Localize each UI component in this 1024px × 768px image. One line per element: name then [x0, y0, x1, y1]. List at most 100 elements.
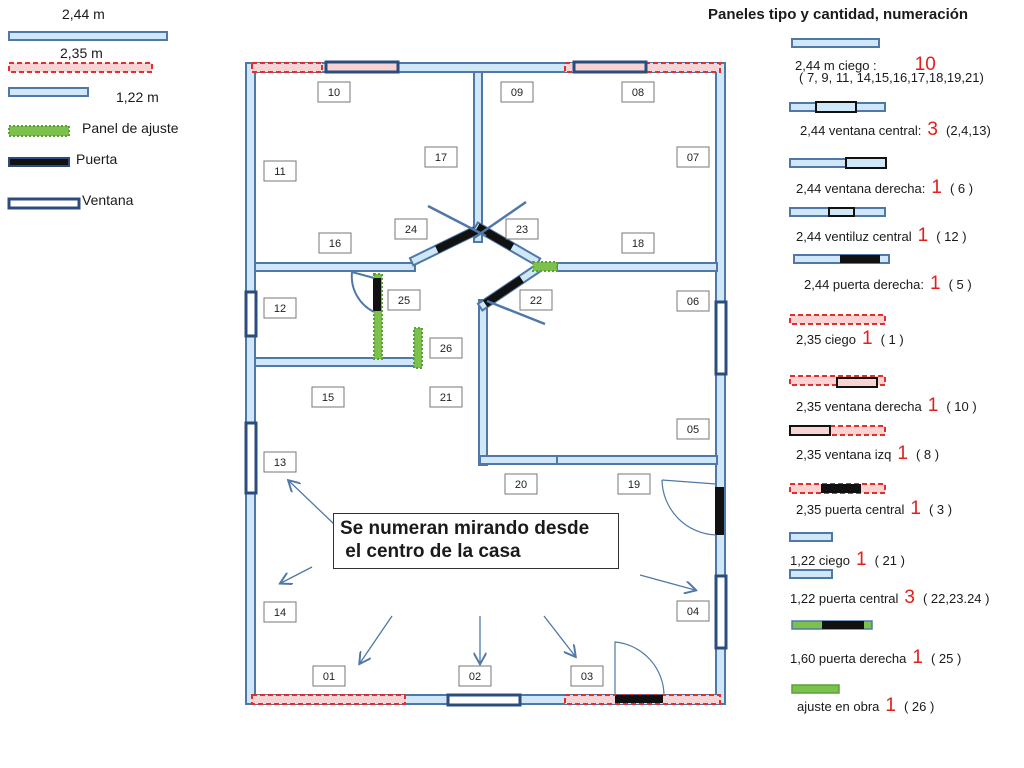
wall-int-right-vertical — [478, 299, 488, 466]
legend-row-count: 1 — [910, 498, 921, 519]
panel-number-label: 21 — [440, 392, 452, 404]
panel-number-label: 23 — [516, 224, 528, 236]
window-right-04 — [714, 574, 728, 650]
interior-walls — [254, 71, 718, 466]
wall-int-h-18 — [556, 262, 718, 272]
door-swing-25 — [350, 270, 375, 313]
wall-int-h-15 — [254, 357, 416, 367]
legend-row-ids: ( 21 ) — [874, 553, 905, 568]
legend-row: 2,44 m ciego : 10( 7, 9, 11, 14,15,16,17,… — [795, 54, 984, 85]
adjust-panel-25 — [373, 273, 383, 360]
legend-row-ids: (2,4,13) — [946, 123, 991, 138]
rswatch-ventana-central-win — [815, 101, 857, 113]
legend-row-label: 2,44 puerta derecha: — [804, 277, 924, 292]
legend-row-count: 3 — [904, 587, 915, 608]
panel-number-label: 25 — [398, 295, 410, 307]
panel-number-box — [458, 665, 492, 687]
panel-number-14: 14 — [263, 601, 297, 623]
door-swing-24 — [427, 204, 487, 238]
numbering-callout: Se numeran mirando desde el centro de la… — [333, 513, 619, 569]
panel-number-label: 09 — [511, 87, 523, 99]
swatch-adjust — [8, 125, 70, 137]
panel-number-label: 24 — [405, 224, 417, 236]
panel-number-20: 20 — [504, 473, 538, 495]
rswatch-235-ventana-izq-win — [789, 425, 831, 436]
panel-number-box — [676, 290, 710, 312]
panel-number-box — [318, 232, 352, 254]
panel-number-label: 01 — [323, 671, 335, 683]
view-direction-arrows — [281, 481, 695, 663]
legend-row-ids: ( 1 ) — [880, 332, 904, 347]
panel-number-09: 09 — [500, 81, 534, 103]
window-right-06 — [714, 300, 728, 376]
panel-number-box — [394, 218, 428, 240]
panel-number-box — [429, 337, 463, 359]
panel-number-box — [617, 473, 651, 495]
legend-row-count: 1 — [885, 695, 896, 716]
legend-row-label: 2,44 ventana central: — [800, 123, 922, 138]
door-bottom-03 — [615, 695, 663, 703]
panel-number-label: 06 — [687, 296, 699, 308]
legend-row-ids: ( 26 ) — [903, 699, 935, 714]
door-swing-22 — [486, 299, 546, 326]
legend-row-count: 1 — [927, 395, 939, 416]
swatch-244 — [8, 31, 168, 41]
panel-number-25: 25 — [387, 289, 421, 311]
door-swing-05 — [661, 479, 717, 536]
legend-row-label: 1,60 puerta derecha — [790, 651, 907, 666]
panel-number-label: 11 — [274, 166, 285, 178]
panel-number-24: 24 — [394, 218, 428, 240]
swatch-235 — [8, 62, 153, 73]
legend-label-window: Ventana — [82, 192, 134, 208]
legend-label-adjust: Panel de ajuste — [82, 120, 179, 136]
door-swing-23 — [473, 200, 527, 240]
legend-row-count: 1 — [929, 273, 941, 294]
panel-number-box — [387, 289, 421, 311]
legend-row-count: 1 — [862, 328, 873, 349]
legend-row: 1,22 ciego 1 ( 21 ) — [790, 549, 905, 571]
rswatch-122-puerta — [789, 569, 833, 579]
panel-number-08: 08 — [621, 81, 655, 103]
legend-row-label: 2,35 ventana izq — [796, 447, 892, 462]
legend-row-label: 2,44 ventiluz central — [796, 229, 912, 244]
panel-number-box — [500, 81, 534, 103]
legend-row-ids: ( 5 ) — [948, 277, 972, 292]
panel-number-label: 26 — [440, 343, 452, 355]
legend-row-label: 2,35 ciego — [796, 332, 856, 347]
panel-number-box — [311, 386, 345, 408]
wall-int-h-20 — [479, 455, 558, 465]
legend-label-235: 2,35 m — [60, 45, 103, 61]
legend-row-label: ajuste en obra — [797, 699, 880, 714]
callout-line-1: Se numeran mirando desde — [340, 518, 590, 539]
swatch-door — [8, 157, 70, 167]
panel-number-21: 21 — [429, 386, 463, 408]
panel-number-11: 11 — [263, 160, 297, 182]
panel-number-label: 19 — [628, 479, 640, 491]
callout-line-2: el centro de la casa — [340, 541, 521, 562]
legend-row-ids: ( 3 ) — [928, 502, 953, 517]
panel-number-box — [263, 297, 297, 319]
panel-number-15: 15 — [311, 386, 345, 408]
legend-row-label: 2,44 ventana derecha: — [796, 181, 926, 196]
legend-row-label: 1,22 ciego — [790, 553, 850, 568]
panel-number-label: 05 — [687, 424, 699, 436]
door-24 — [435, 226, 479, 254]
panel-number-22: 22 — [519, 289, 553, 311]
legend-row-count: 1 — [931, 177, 942, 198]
legend-row-ids: ( 8 ) — [915, 447, 940, 462]
legend-row-ids: ( 7, 9, 11, 14,15,16,17,18,19,21) — [799, 70, 984, 85]
legend-row-count: 1 — [856, 549, 867, 570]
panel-number-label: 04 — [687, 606, 699, 618]
panel-number-box — [621, 232, 655, 254]
rswatch-puerta-derecha-door — [840, 255, 880, 263]
arrow-to-14 — [281, 566, 313, 583]
outer-walls — [244, 60, 728, 707]
rswatch-ventana-derecha-win — [845, 157, 887, 169]
arrow-to-04 — [639, 574, 695, 590]
rswatch-ciego-244 — [791, 38, 880, 48]
legend-row-label: 2,44 m ciego : — [795, 58, 877, 73]
panel-number-05: 05 — [676, 418, 710, 440]
legend-row-count: 10 — [914, 54, 936, 75]
panel-number-box — [676, 418, 710, 440]
